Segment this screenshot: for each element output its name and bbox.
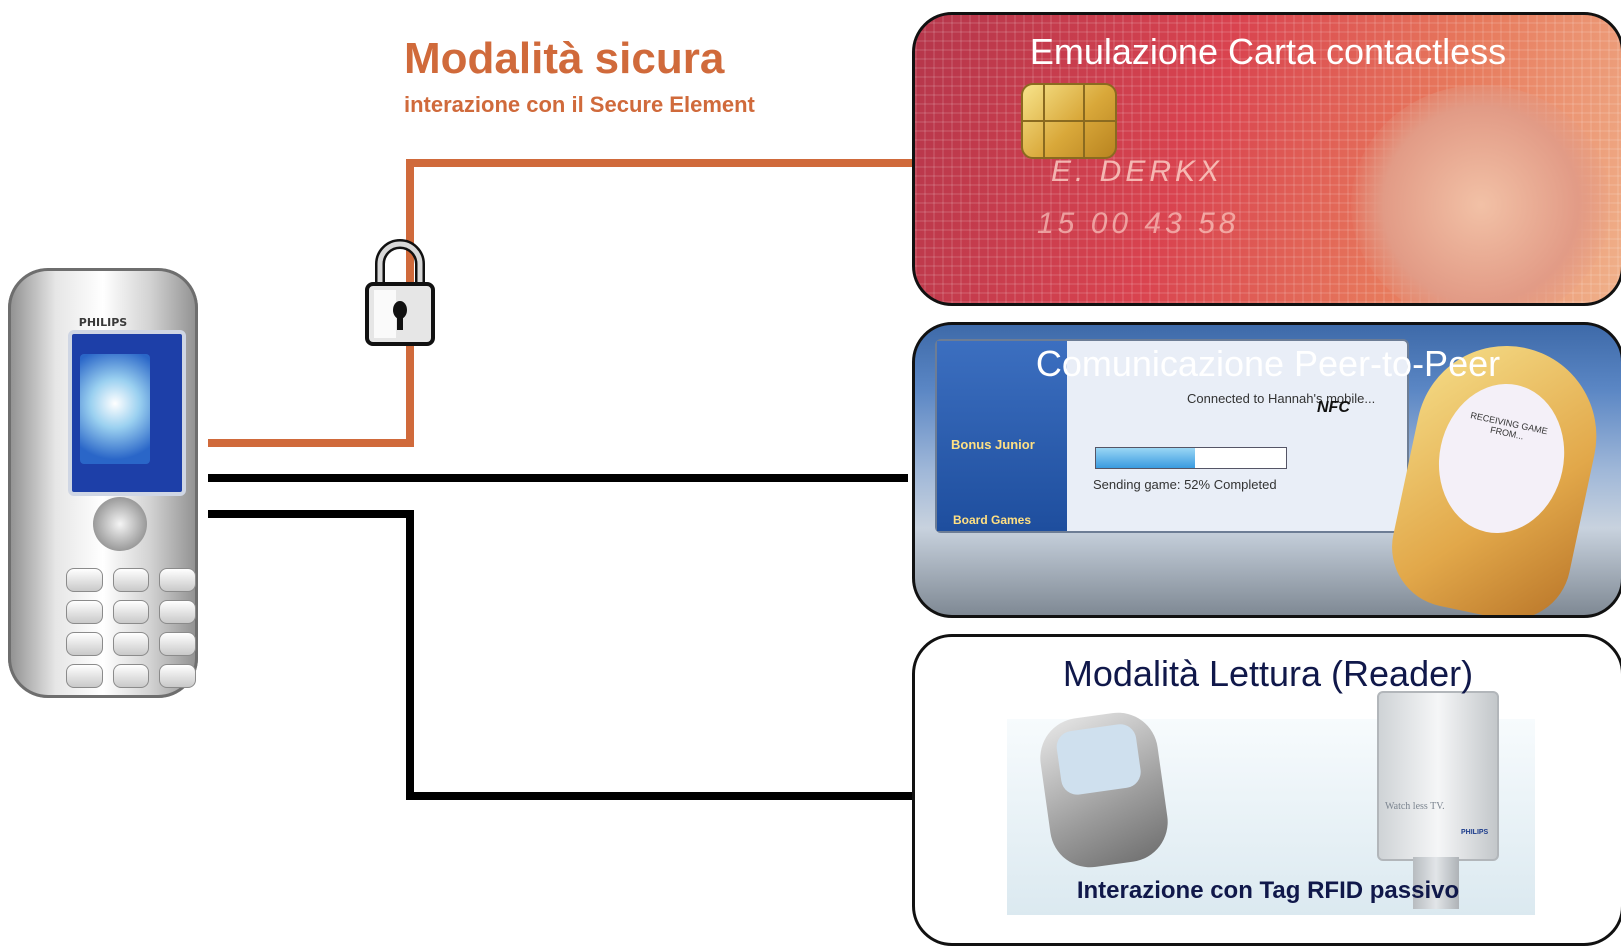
peer-to-peer-caption: Comunicazione Peer-to-Peer: [1035, 343, 1501, 384]
laptop-screen: Bonus Junior Board Games Connected to Ha…: [935, 339, 1409, 533]
sending-text: Sending game: 52% Completed: [1093, 477, 1277, 492]
card-emulation-panel: E. DERKX 15 00 43 58 Emulazione Carta co…: [912, 12, 1621, 306]
phone-navigation-key: [93, 497, 147, 551]
thumb-image: [1351, 85, 1611, 303]
page-title: Modalità sicura: [404, 34, 725, 83]
handset-screen: RECEIVING GAME FROM...: [1425, 372, 1578, 545]
reader-phone-screen: [1054, 722, 1143, 797]
phone-screen-wallpaper: [80, 354, 150, 464]
card-emulation-caption: Emulazione Carta contactless: [1029, 31, 1507, 72]
kiosk-text: Watch less TV.: [1385, 801, 1445, 812]
phone-key: [66, 632, 103, 656]
phone-key: [66, 664, 103, 688]
kiosk-brand: PHILIPS: [1461, 829, 1489, 836]
secure-connector-line: [208, 159, 912, 447]
rfid-poster-kiosk: [1377, 691, 1499, 861]
phone-brand-label: PHILIPS: [78, 316, 128, 329]
phone-key: [112, 568, 150, 592]
transfer-progress-bar: [1095, 447, 1287, 469]
phone-key: [112, 632, 150, 656]
phone-key: [112, 664, 150, 688]
laptop-sidebar: Bonus Junior Board Games: [937, 341, 1067, 531]
phone-key: [159, 632, 196, 656]
rfid-tag-label: Interazione con Tag RFID passivo: [1076, 877, 1460, 904]
peer-to-peer-panel: Bonus Junior Board Games Connected to Ha…: [912, 322, 1621, 618]
sidebar-label-bonus: Bonus Junior: [951, 437, 1035, 452]
reader-connector-line: [208, 510, 912, 800]
transfer-progress-fill: [1096, 448, 1195, 468]
card-holder-name: E. DERKX: [1051, 155, 1224, 188]
card-chip-icon: [1021, 83, 1117, 159]
kiosk-stand: [1413, 857, 1459, 909]
mobile-phone: PHILIPS: [8, 268, 198, 698]
reader-mode-panel: Watch less TV. PHILIPS Modalità Lettura …: [912, 634, 1621, 946]
receiving-text: RECEIVING GAME FROM...: [1469, 410, 1549, 442]
padlock-icon: [365, 239, 435, 346]
connected-text: Connected to Hannah's mobile...: [1187, 391, 1376, 406]
sidebar-label-board: Board Games: [953, 513, 1032, 527]
card-number: 15 00 43 58: [1037, 207, 1240, 240]
phone-key: [159, 664, 196, 688]
phone-key: [159, 568, 196, 592]
phone-screen: [68, 330, 186, 496]
reader-phone: [1035, 707, 1173, 873]
phone-key: [159, 600, 196, 624]
phone-key: [66, 600, 103, 624]
phone-keypad: [66, 568, 196, 688]
nfc-label: NFC: [1317, 399, 1350, 416]
reader-mode-caption: Modalità Lettura (Reader): [1062, 653, 1474, 694]
page-subtitle: interazione con il Secure Element: [404, 92, 755, 117]
phone-key: [66, 568, 103, 592]
phone-key: [112, 600, 150, 624]
